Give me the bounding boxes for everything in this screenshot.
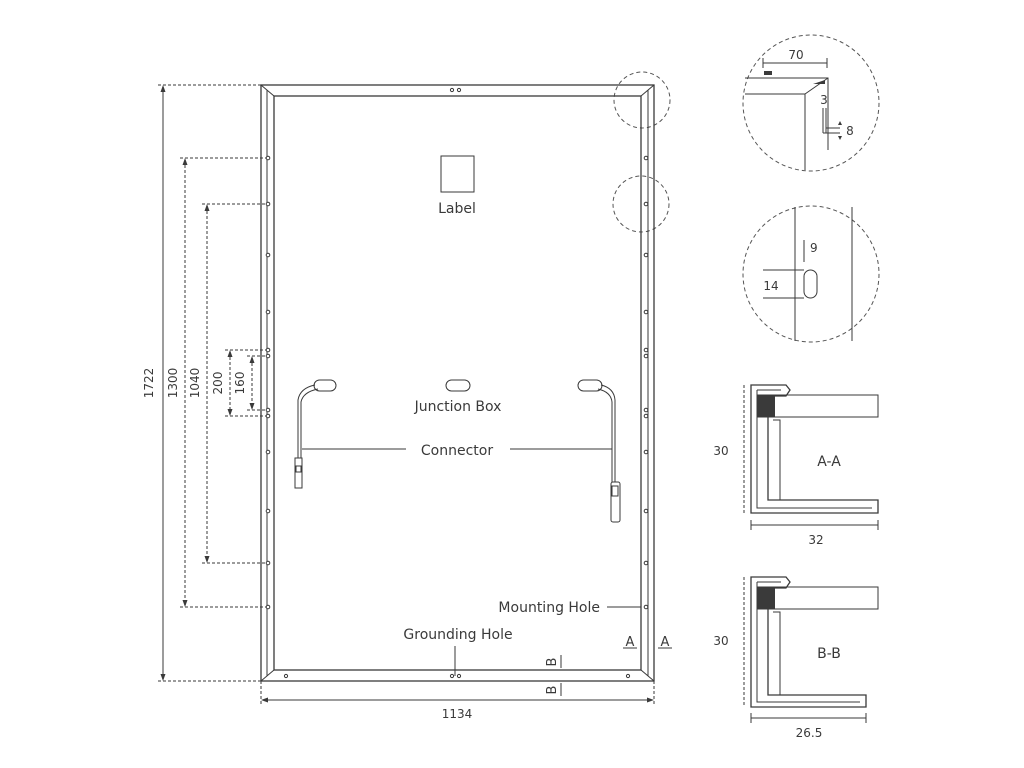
section-b-marker-top: B — [545, 658, 560, 667]
dim-slot-width: 9 — [810, 241, 818, 255]
slot-detail: 9 14 — [742, 205, 880, 343]
junction-box-label: Junction Box — [414, 399, 502, 415]
junction-box-center — [445, 379, 471, 392]
section-aa-laminate — [757, 394, 879, 418]
dim-hole-span-inner: 1040 — [188, 368, 202, 399]
dim-slot-length: 14 — [763, 279, 778, 293]
corner-detail: 70 3 8 — [742, 34, 880, 172]
dim-span-160: 160 — [233, 372, 247, 395]
connector-right — [610, 481, 621, 523]
slot-hole — [803, 269, 818, 299]
section-bb-title: B-B — [817, 646, 841, 662]
dim-bb-width: 26.5 — [796, 726, 823, 740]
dim-hole-span-outer: 1300 — [166, 368, 180, 399]
section-aa: 30 32 A-A — [713, 384, 879, 547]
label-box — [440, 155, 475, 193]
dim-aa-width: 32 — [808, 533, 823, 547]
corner-detail-circle — [742, 34, 880, 172]
corner-detail-marker — [613, 71, 671, 129]
dim-width: 1134 — [442, 707, 473, 721]
dim-bb-height: 30 — [713, 634, 728, 648]
dim-span-200: 200 — [211, 372, 225, 395]
section-bb: 30 26.5 B-B — [713, 576, 879, 740]
connector-label: Connector — [421, 443, 493, 459]
panel-frame-inner — [273, 95, 642, 671]
section-a-marker-right: A — [661, 635, 670, 650]
main-dimensions: 1722 1300 1040 200 160 11 — [142, 84, 655, 721]
dim-corner-depth: 8 — [846, 124, 854, 138]
grounding-hole-label: Grounding Hole — [403, 627, 512, 643]
slot-detail-circle — [742, 205, 880, 343]
dim-height: 1722 — [142, 368, 156, 399]
section-b-marker-bottom: B — [545, 686, 560, 695]
mounting-hole-label: Mounting Hole — [498, 600, 600, 616]
right-mounting-holes — [643, 155, 649, 610]
section-a-marker-left: A — [626, 635, 635, 650]
connector-left — [294, 457, 303, 489]
dim-aa-height: 30 — [713, 444, 728, 458]
section-aa-title: A-A — [817, 454, 841, 470]
panel-rear-view: Label Junction Box Connector Mounting Ho… — [260, 71, 672, 696]
cable-left — [297, 384, 316, 458]
label-text: Label — [438, 201, 476, 217]
left-mounting-holes — [265, 155, 271, 610]
dim-corner-width: 70 — [788, 48, 803, 62]
cable-right — [600, 384, 616, 482]
dim-corner-gap: 3 — [820, 93, 828, 107]
section-bb-laminate — [757, 586, 879, 610]
panel-frame-outer — [260, 84, 655, 682]
